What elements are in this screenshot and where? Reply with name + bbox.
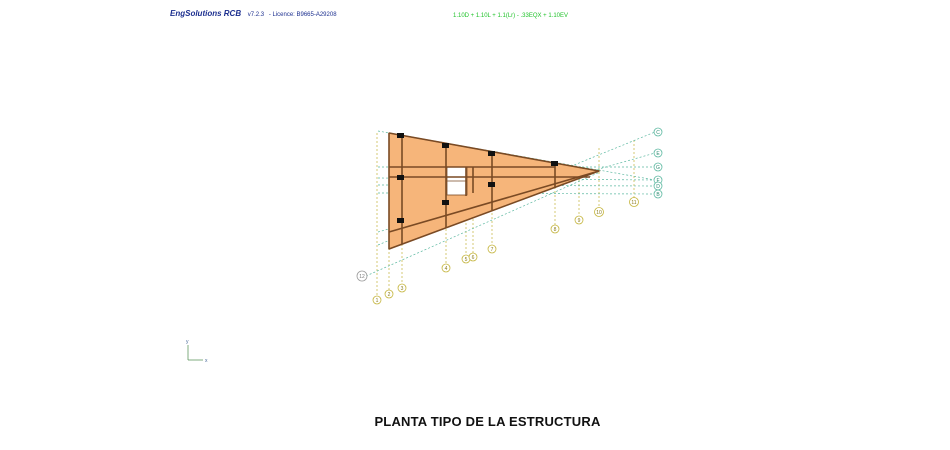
axis-label-5: 5 bbox=[465, 257, 468, 263]
app-version: v7.2.3 bbox=[247, 12, 265, 18]
column[interactable] bbox=[488, 151, 495, 156]
axis-label-1: 1 bbox=[376, 298, 379, 304]
beam-bottom-edge bbox=[388, 170, 600, 250]
app-header: EngSolutions RCB v7.2.3 - Licence: B9665… bbox=[170, 9, 337, 18]
axis-label-3: 3 bbox=[401, 286, 404, 292]
axis-bubble-3[interactable] bbox=[397, 283, 407, 293]
axis-label-e: E bbox=[656, 151, 660, 157]
axis-bubble-e[interactable] bbox=[653, 148, 663, 158]
axis-bubble-c[interactable] bbox=[653, 127, 663, 137]
column[interactable] bbox=[397, 218, 404, 223]
column[interactable] bbox=[442, 200, 449, 205]
axis-label-12: 12 bbox=[359, 274, 365, 280]
load-combination-label: 1.10D + 1.10L + 1.1(Lr) - .33EQX + 1.10E… bbox=[453, 13, 569, 19]
axis-bubble-b[interactable] bbox=[653, 189, 663, 199]
numeric-axis-bubbles bbox=[372, 197, 639, 305]
letter-axis-labels: C E G F D B bbox=[656, 130, 660, 198]
numeric-axis-labels: 1 2 3 4 5 6 7 8 9 10 11 12 bbox=[359, 200, 637, 304]
app-name: EngSolutions RCB bbox=[170, 9, 242, 18]
beam-diagonal bbox=[388, 170, 600, 233]
axis-bubble-8[interactable] bbox=[550, 224, 560, 234]
columns bbox=[397, 133, 558, 223]
axis-label-g: G bbox=[656, 165, 660, 171]
axis-bubble-9[interactable] bbox=[574, 215, 584, 225]
axis-bubble-g[interactable] bbox=[653, 162, 663, 172]
app-licence: - Licence: B9665-A29208 bbox=[268, 12, 337, 18]
axis-label-7: 7 bbox=[491, 247, 494, 253]
axis-bubble-7[interactable] bbox=[487, 244, 497, 254]
axis-indicator bbox=[187, 345, 203, 361]
plan-caption: PLANTA TIPO DE LA ESTRUCTURA bbox=[374, 414, 601, 429]
axis-label-11: 11 bbox=[631, 200, 636, 206]
axis-indicator-y-label: y bbox=[186, 339, 189, 345]
grid-line-a bbox=[365, 171, 601, 277]
axis-label-d: D bbox=[656, 184, 660, 190]
column[interactable] bbox=[397, 175, 404, 180]
axis-bubble-1[interactable] bbox=[372, 295, 382, 305]
axis-label-4: 4 bbox=[445, 266, 448, 272]
column[interactable] bbox=[442, 143, 449, 148]
axis-bubble-4[interactable] bbox=[441, 263, 451, 273]
axis-bubble-2[interactable] bbox=[384, 289, 394, 299]
column[interactable] bbox=[551, 161, 558, 166]
axis-label-2: 2 bbox=[388, 292, 391, 298]
axis-bubble-6[interactable] bbox=[468, 252, 478, 262]
axis-bubble-12[interactable] bbox=[356, 270, 368, 282]
axis-label-9: 9 bbox=[578, 218, 581, 224]
axis-bubble-11[interactable] bbox=[629, 197, 639, 207]
column[interactable] bbox=[397, 133, 404, 138]
axis-label-10: 10 bbox=[596, 210, 602, 216]
column[interactable] bbox=[488, 182, 495, 187]
axis-label-b: B bbox=[656, 192, 660, 198]
axis-label-f: F bbox=[656, 178, 659, 184]
axis-label-6: 6 bbox=[472, 255, 475, 261]
axis-indicator-x-label: x bbox=[205, 358, 208, 364]
axis-label-8: 8 bbox=[554, 227, 557, 233]
axis-bubble-10[interactable] bbox=[594, 207, 604, 217]
axis-label-c: C bbox=[656, 130, 660, 136]
slab-panel[interactable] bbox=[388, 132, 601, 250]
letter-axis-bubbles bbox=[653, 127, 663, 199]
